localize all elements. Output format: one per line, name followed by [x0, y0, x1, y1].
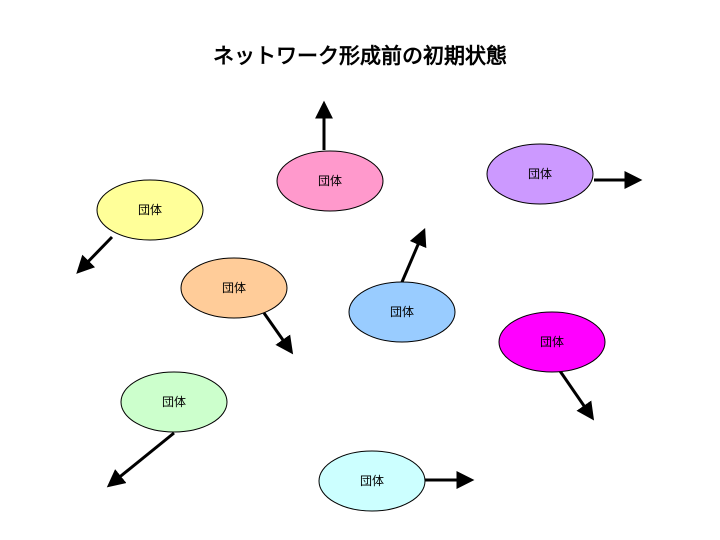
group-label: 団体 — [390, 305, 414, 319]
group-label: 団体 — [162, 395, 186, 409]
group-ellipse — [96, 179, 204, 241]
group-label: 団体 — [318, 174, 342, 188]
direction-arrow — [106, 431, 175, 488]
group-label: 団体 — [540, 335, 564, 349]
group-ellipse — [120, 371, 228, 433]
direction-arrow — [262, 312, 294, 355]
group-node: 団体 — [348, 228, 456, 343]
direction-arrow — [558, 370, 595, 421]
group-node: 団体 — [76, 179, 204, 274]
group-node: 団体 — [318, 450, 475, 512]
group-node: 団体 — [486, 143, 643, 205]
group-node: 団体 — [180, 257, 294, 355]
group-ellipse — [348, 281, 456, 343]
group-label: 団体 — [222, 281, 246, 295]
group-label: 団体 — [528, 167, 552, 181]
group-ellipse — [276, 150, 384, 212]
group-ellipse — [486, 143, 594, 205]
direction-arrow — [400, 228, 427, 283]
group-node: 団体 — [276, 100, 384, 212]
group-label: 団体 — [360, 474, 384, 488]
group-ellipse — [318, 450, 426, 512]
group-node: 団体 — [106, 371, 228, 488]
group-node: 団体 — [498, 311, 606, 421]
direction-arrow — [76, 235, 114, 274]
slide-title: ネットワーク形成前の初期状態 — [213, 44, 507, 68]
group-ellipse — [180, 257, 288, 319]
group-label: 団体 — [138, 203, 162, 217]
group-ellipse — [498, 311, 606, 373]
